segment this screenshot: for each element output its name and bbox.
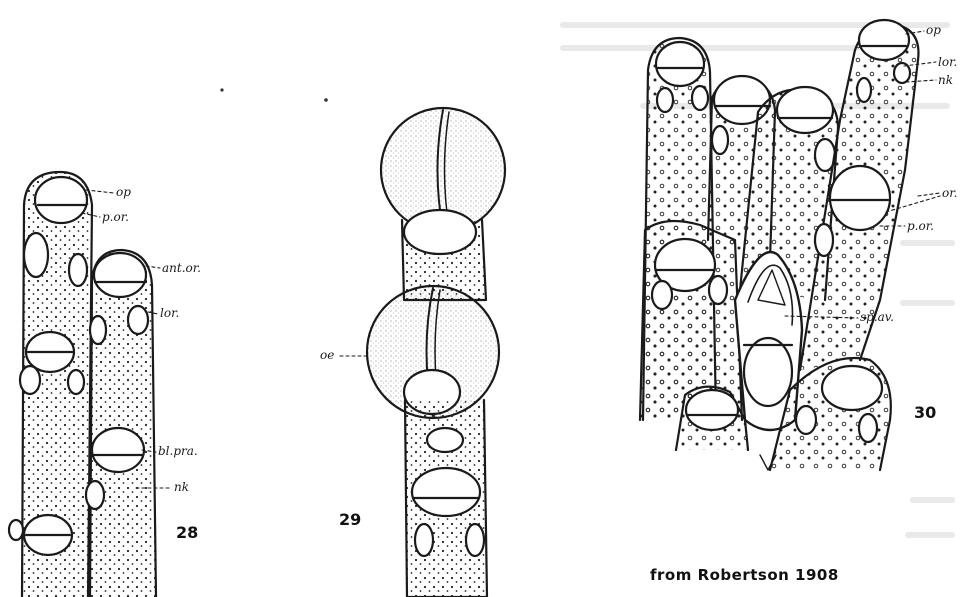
figure-28-drawing (9, 172, 156, 597)
fig28-operculum (35, 177, 87, 223)
figure-30-drawing (640, 20, 918, 470)
fig29-number: 29 (339, 512, 361, 528)
fig28-label-lor: lor. (160, 307, 179, 319)
fig28-label-bl-pra: bl.pra. (158, 445, 198, 457)
fig28-label-op: op (116, 186, 131, 198)
fig28-label-nk: nk (174, 481, 189, 493)
figure-29-drawing (367, 108, 505, 597)
fig30-label-or: or. (942, 187, 957, 199)
fig29-label-oe: oe (320, 349, 334, 361)
fig30-label-sp-av: sp.av. (860, 311, 894, 323)
fig30-orifice (830, 166, 890, 230)
fig28-anterior-orifice (94, 253, 146, 297)
fig30-label-lor: lor. (938, 56, 957, 68)
fig28-right-zooid (90, 250, 156, 597)
fig28-label-p-or: p.or. (102, 211, 129, 223)
source-credit: from Robertson 1908 (650, 566, 839, 584)
fig28-brood-chamber (92, 428, 144, 472)
fig28-label-ant-or: ant.or. (162, 262, 201, 274)
fig30-label-nk: nk (938, 74, 953, 86)
fig30-label-op: op (926, 24, 941, 36)
fig28-number: 28 (176, 525, 198, 541)
fig30-label-p-or: p.or. (907, 220, 934, 232)
fig30-number: 30 (914, 405, 936, 421)
